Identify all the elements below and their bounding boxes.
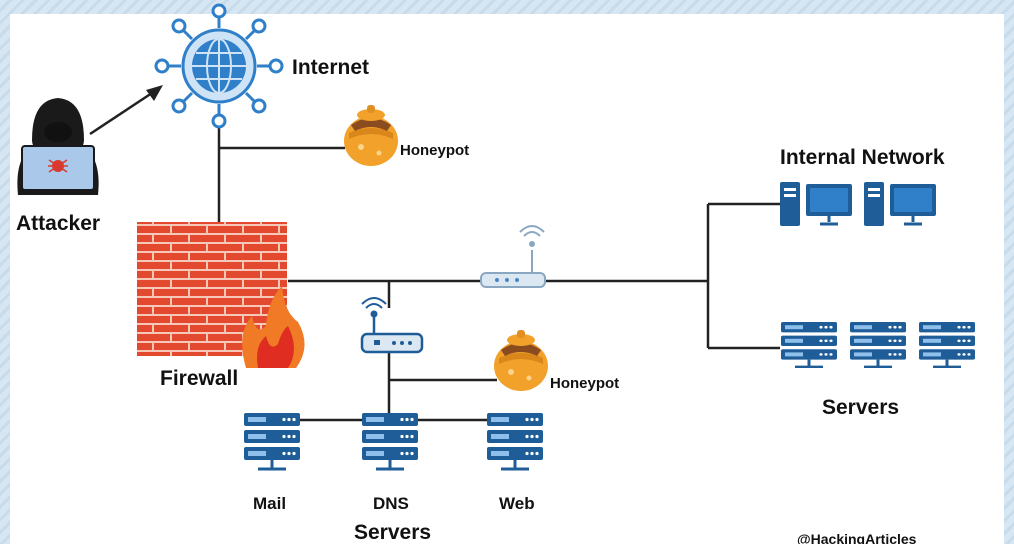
attacker-icon xyxy=(17,98,99,195)
workstation-1-icon xyxy=(778,180,854,228)
internal-server-3-icon xyxy=(917,320,977,369)
internal-server-1-icon xyxy=(779,320,839,369)
attacker-label: Attacker xyxy=(16,212,100,235)
firewall-label: Firewall xyxy=(160,367,238,390)
globe-icon xyxy=(154,3,284,129)
router-icon xyxy=(360,297,424,354)
credit-label: @HackingArticles xyxy=(797,531,917,544)
servers-bottom-label: Servers xyxy=(354,521,431,544)
web-server-icon xyxy=(485,411,545,471)
internal-server-2-icon xyxy=(848,320,908,369)
honeypot-bottom-icon xyxy=(494,330,548,391)
web-label: Web xyxy=(499,494,535,513)
honeypot-top-label: Honeypot xyxy=(400,142,469,159)
dns-label: DNS xyxy=(373,494,409,513)
honeypot-bottom-label: Honeypot xyxy=(550,375,619,392)
attack-arrow xyxy=(89,85,163,136)
workstation-2-icon xyxy=(862,180,938,228)
dns-server-icon xyxy=(360,411,420,471)
internal-network-label: Internal Network xyxy=(780,146,945,169)
access-point-icon xyxy=(480,225,546,288)
servers-right-label: Servers xyxy=(822,396,899,419)
honeypot-top-icon xyxy=(344,105,398,166)
mail-label: Mail xyxy=(253,494,286,513)
firewall-icon xyxy=(137,222,305,368)
internet-label: Internet xyxy=(292,56,369,79)
mail-server-icon xyxy=(242,411,302,471)
